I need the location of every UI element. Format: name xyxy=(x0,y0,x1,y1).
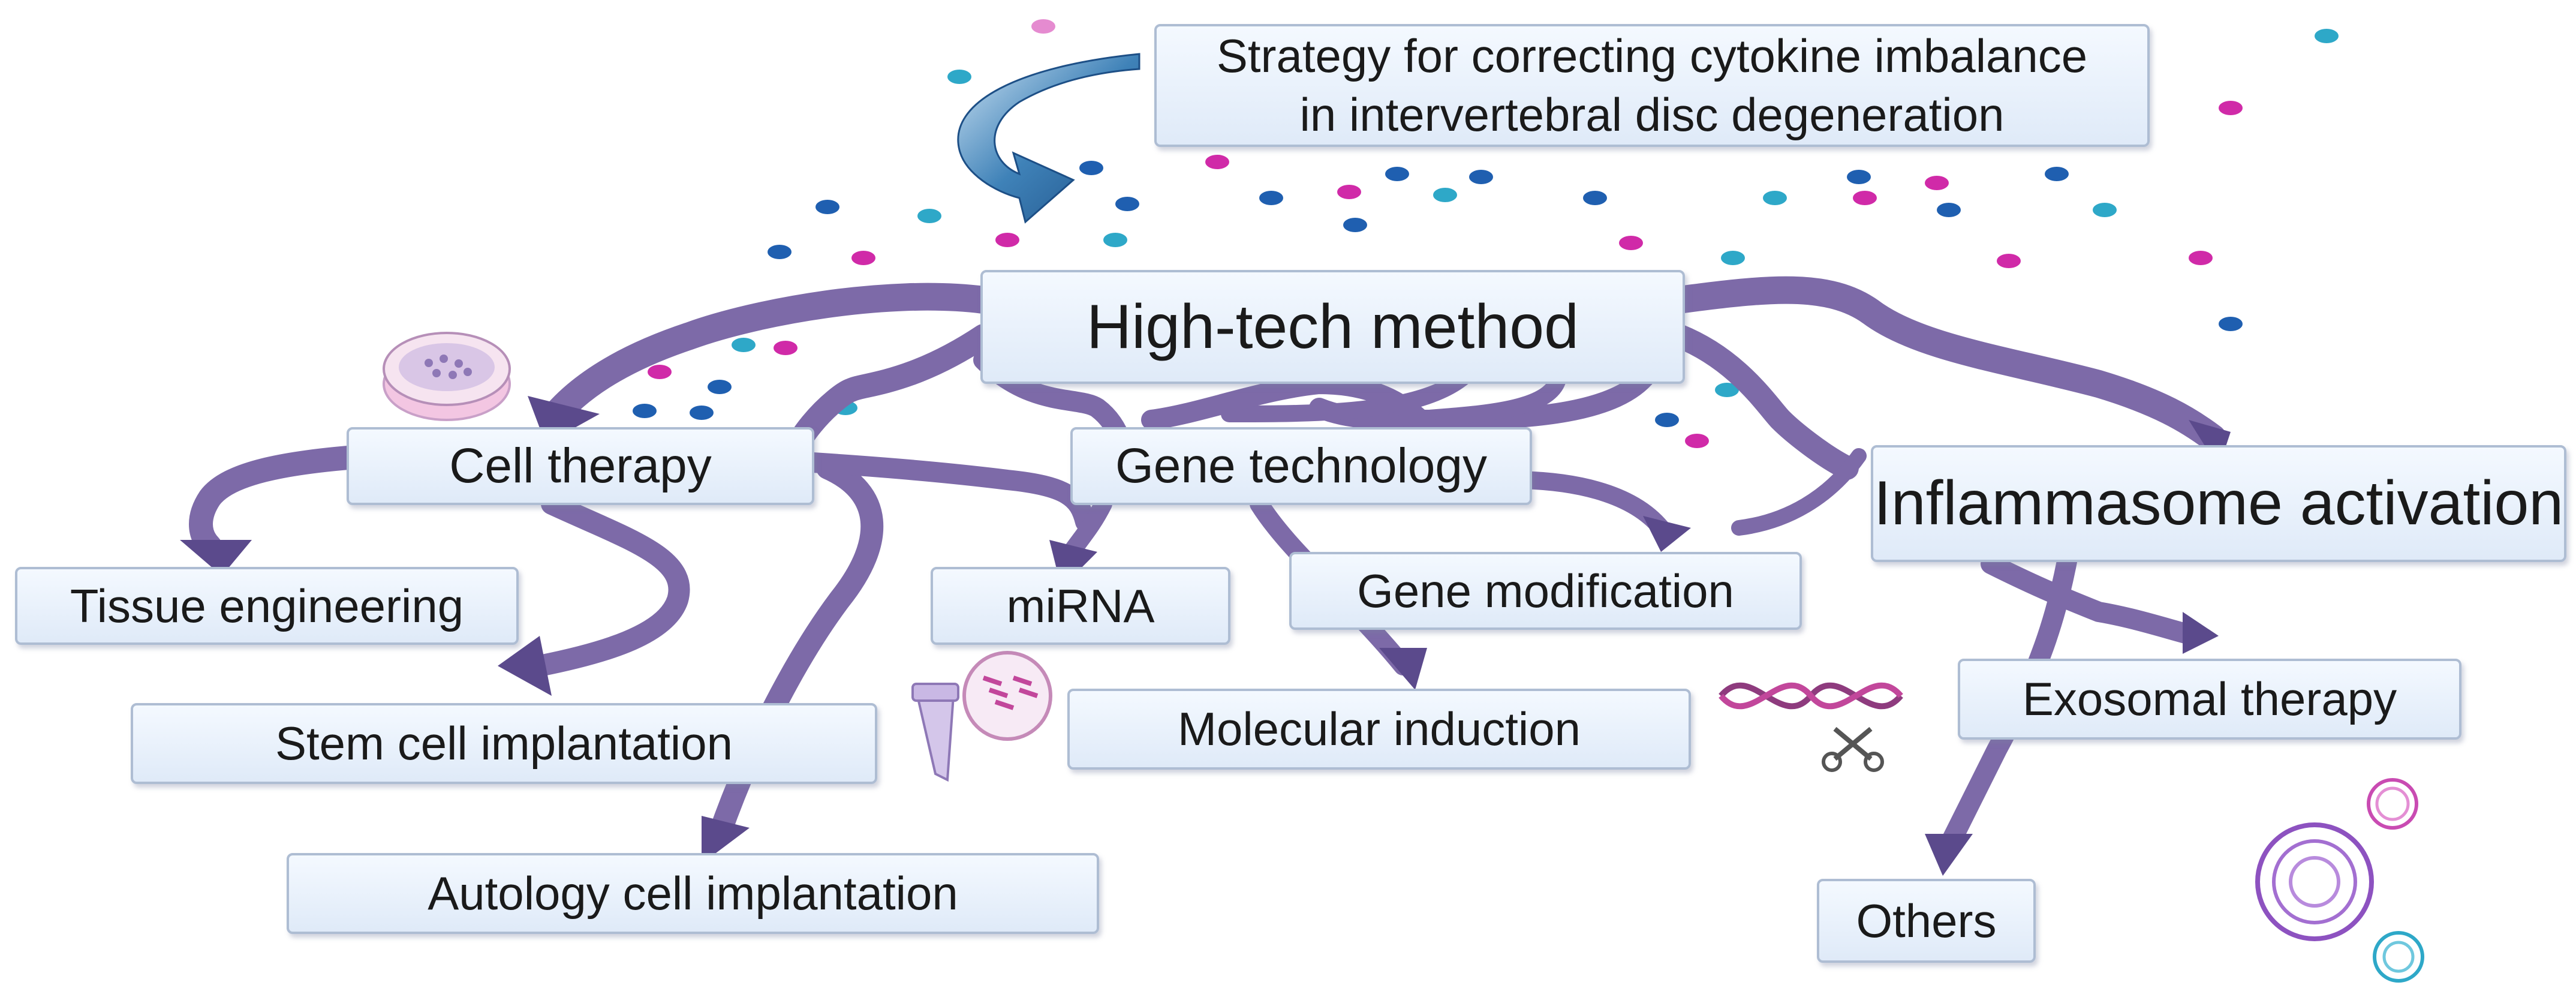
mirna-box: miRNA xyxy=(931,567,1230,645)
gene-technology-label: Gene technology xyxy=(1115,439,1487,493)
exosomal-therapy-label: Exosomal therapy xyxy=(2022,672,2397,725)
branches xyxy=(189,276,2226,856)
autology-cell-implantation-label: Autology cell implantation xyxy=(428,867,958,920)
molecular-induction-label: Molecular induction xyxy=(1177,702,1581,755)
autology-cell-implantation-box: Autology cell implantation xyxy=(287,853,1099,934)
inflammasome-activation-label: Inflammasome activation xyxy=(1873,469,2564,538)
dna-scissors-icon xyxy=(1719,682,1903,772)
gene-technology-box: Gene technology xyxy=(1070,427,1532,505)
mirna-label: miRNA xyxy=(1006,579,1155,632)
gene-modification-box: Gene modification xyxy=(1289,552,1802,630)
exosome-icon xyxy=(2255,778,2424,983)
molecule-dots xyxy=(633,19,2339,448)
diagram-title: Strategy for correcting cytokine imbalan… xyxy=(1154,24,2150,147)
others-box: Others xyxy=(1817,879,2036,963)
petri-dish-icon xyxy=(383,332,511,421)
others-label: Others xyxy=(1856,894,1997,947)
title-line-2: in intervertebral disc degeneration xyxy=(1299,88,2005,141)
molecular-induction-box: Molecular induction xyxy=(1067,689,1691,770)
tissue-engineering-label: Tissue engineering xyxy=(70,579,464,632)
cell-therapy-box: Cell therapy xyxy=(347,427,814,505)
high-tech-method-label: High-tech method xyxy=(1087,292,1579,362)
curved-arrow-icon xyxy=(957,53,1140,224)
stem-cell-implantation-box: Stem cell implantation xyxy=(131,703,877,784)
tissue-engineering-box: Tissue engineering xyxy=(15,567,519,645)
stem-cell-implantation-label: Stem cell implantation xyxy=(275,717,733,770)
cell-therapy-label: Cell therapy xyxy=(449,439,712,493)
high-tech-method-box: High-tech method xyxy=(980,270,1685,384)
test-tube-icon xyxy=(911,651,1052,782)
exosomal-therapy-box: Exosomal therapy xyxy=(1958,659,2461,740)
gene-modification-label: Gene modification xyxy=(1357,564,1734,617)
inflammasome-activation-box: Inflammasome activation xyxy=(1871,445,2566,562)
title-line-1: Strategy for correcting cytokine imbalan… xyxy=(1216,29,2088,82)
